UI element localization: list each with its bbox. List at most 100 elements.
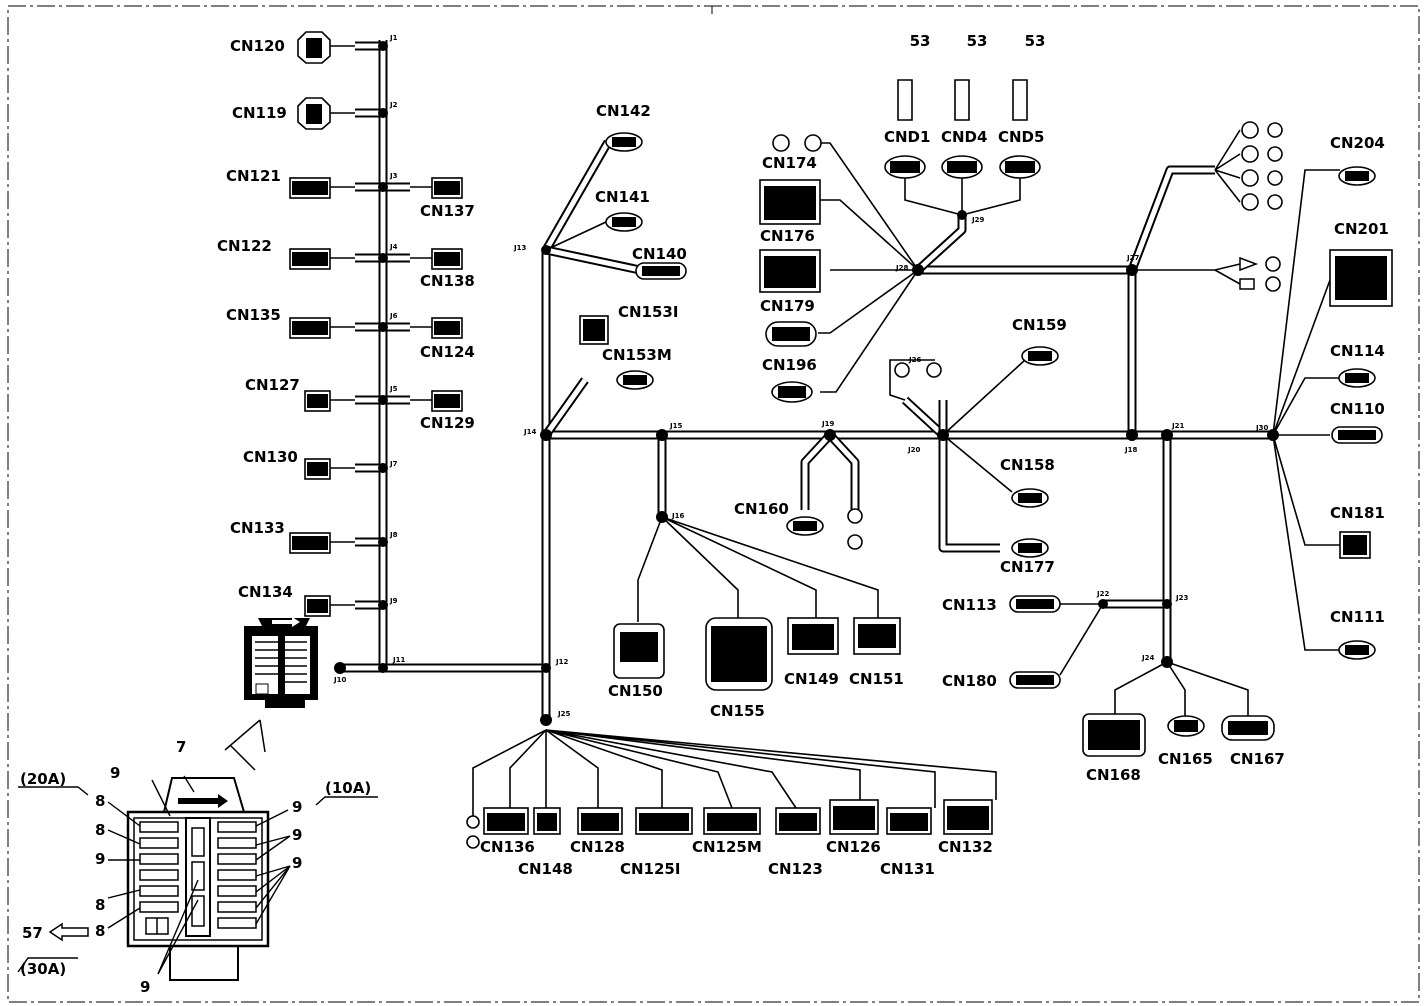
center-left-connectors: CN142 CN141 CN140 CN153I CN153M [579,102,687,390]
connector-label-cn153m: CN153M [602,346,672,364]
connector-label-cn168: CN168 [1086,766,1141,784]
connector-label-cn174: CN174 [762,154,817,172]
fuse-ref-9: 9 [140,978,150,996]
connector-label-cn180: CN180 [942,672,997,690]
connector-label-cn140: CN140 [632,245,687,263]
connector-label-cn150: CN150 [608,682,663,700]
connector-label-cn153i: CN153I [618,303,678,321]
fuse-ref-8: 8 [95,896,105,914]
connector-label-cn110: CN110 [1330,400,1385,418]
junction-label: J27 [1126,254,1139,262]
junction-label: J13 [513,244,526,252]
connector-label-cn137: CN137 [420,202,475,220]
connector-label-cnd1: CND1 [884,128,930,146]
diagram-border [7,5,1420,1003]
fuse-box-small [224,617,318,771]
connector-label-cn133: CN133 [230,519,285,537]
connector-label-cnd5: CND5 [998,128,1044,146]
left-connectors: CN120 CN119 CN121 CN137 CN122 CN138 CN13… [217,31,475,617]
connector-label-cn165: CN165 [1158,750,1213,768]
junction-label: J24 [1141,654,1154,662]
fuse-rating-30a: (30A) [20,960,66,978]
connector-label-cn135: CN135 [226,306,281,324]
junction-label: J18 [1124,446,1137,454]
junction-label: J6 [389,312,398,320]
fuse-ref-9: 9 [292,798,302,816]
connector-label-cn176: CN176 [760,227,815,245]
connector-label-cn124: CN124 [420,343,475,361]
connector-label-cn121: CN121 [226,167,281,185]
junction-label: J15 [669,422,682,430]
fuse-ref-9: 9 [95,850,105,868]
connector-label-cn155: CN155 [710,702,765,720]
connector-label-cn128: CN128 [570,838,625,856]
junction-label: J12 [555,658,568,666]
connector-label-cn181: CN181 [1330,504,1385,522]
connector-label-cn177: CN177 [1000,558,1055,576]
junction-label: J26 [908,356,921,364]
fuse-ref-8: 8 [95,792,105,810]
wires [330,45,1340,820]
connector-label-cn132: CN132 [938,838,993,856]
junction-label: J7 [389,460,398,468]
connector-label-cn196: CN196 [762,356,817,374]
junction-label: J9 [389,597,398,605]
junction-label: J5 [389,385,398,393]
junction-label: J10 [333,676,346,684]
ref-53: 53 [967,32,988,50]
connector-label-cn148: CN148 [518,860,573,878]
connector-label-cn119: CN119 [232,104,287,122]
right-connectors: CN204 CN201 CN114 CN110 CN181 CN111 [1239,121,1393,660]
junction-label: J30 [1255,424,1268,432]
junction-label: J23 [1175,594,1188,602]
junction-label: J22 [1096,590,1109,598]
fuse-rating-20a: (20A) [20,770,66,788]
fuse-box-detail: 7 9 (20A) (10A) 8 8 9 8 8 9 9 9 57 (30A)… [17,738,378,996]
connector-label-cn130: CN130 [243,448,298,466]
connector-label-cn120: CN120 [230,37,285,55]
fuse-ref-8: 8 [95,821,105,839]
fuse-ref-9: 9 [110,764,120,782]
connector-label-cn204: CN204 [1330,134,1385,152]
connector-label-cn167: CN167 [1230,750,1285,768]
ref-53: 53 [1025,32,1046,50]
junction-label: J3 [389,172,398,180]
junction-nodes [334,41,1279,726]
junction-label: J11 [392,656,405,664]
junction-label: J29 [971,216,984,224]
bottom-connectors: CN136 CN148 CN128 CN125I CN125M CN123 CN… [466,799,993,878]
junction-label: J1 [389,34,398,42]
fuse-ref-9: 9 [292,826,302,844]
center-connectors: CN159 CN158 CN177 CN160 CN150 CN155 CN14… [608,316,1285,784]
junction-label: J8 [389,531,398,539]
junction-label: J20 [907,446,920,454]
connector-label-cn138: CN138 [420,272,475,290]
harness-trunks [340,40,1273,720]
connector-label-cn126: CN126 [826,838,881,856]
connector-label-cn149: CN149 [784,670,839,688]
ref-57: 57 [22,924,43,942]
junction-labels: J1 J2 J3 J4 J5 J6 J7 J8 J9 J10 J11 J12 J… [333,34,1268,718]
junction-label: J25 [557,710,570,718]
junction-label: J14 [523,428,536,436]
connector-label-cn201: CN201 [1334,220,1389,238]
connector-label-cn131: CN131 [880,860,935,878]
connector-label-cn134: CN134 [238,583,293,601]
connector-label-cn111: CN111 [1330,608,1385,626]
fuse-rating-10a: (10A) [325,779,371,797]
connector-label-cn179: CN179 [760,297,815,315]
junction-label: J4 [389,243,398,251]
connector-label-cnd4: CND4 [941,128,987,146]
junction-label: J19 [821,420,834,428]
connector-label-cn125m: CN125M [692,838,762,856]
connector-label-cn125i: CN125I [620,860,680,878]
junction-label: J2 [389,101,398,109]
junction-label: J21 [1171,422,1184,430]
connector-label-cn158: CN158 [1000,456,1055,474]
connector-label-cn129: CN129 [420,414,475,432]
fuse-ref-9: 9 [292,854,302,872]
connector-label-cn127: CN127 [245,376,300,394]
connector-label-cn113: CN113 [942,596,997,614]
fuse-ref-7: 7 [176,738,186,756]
